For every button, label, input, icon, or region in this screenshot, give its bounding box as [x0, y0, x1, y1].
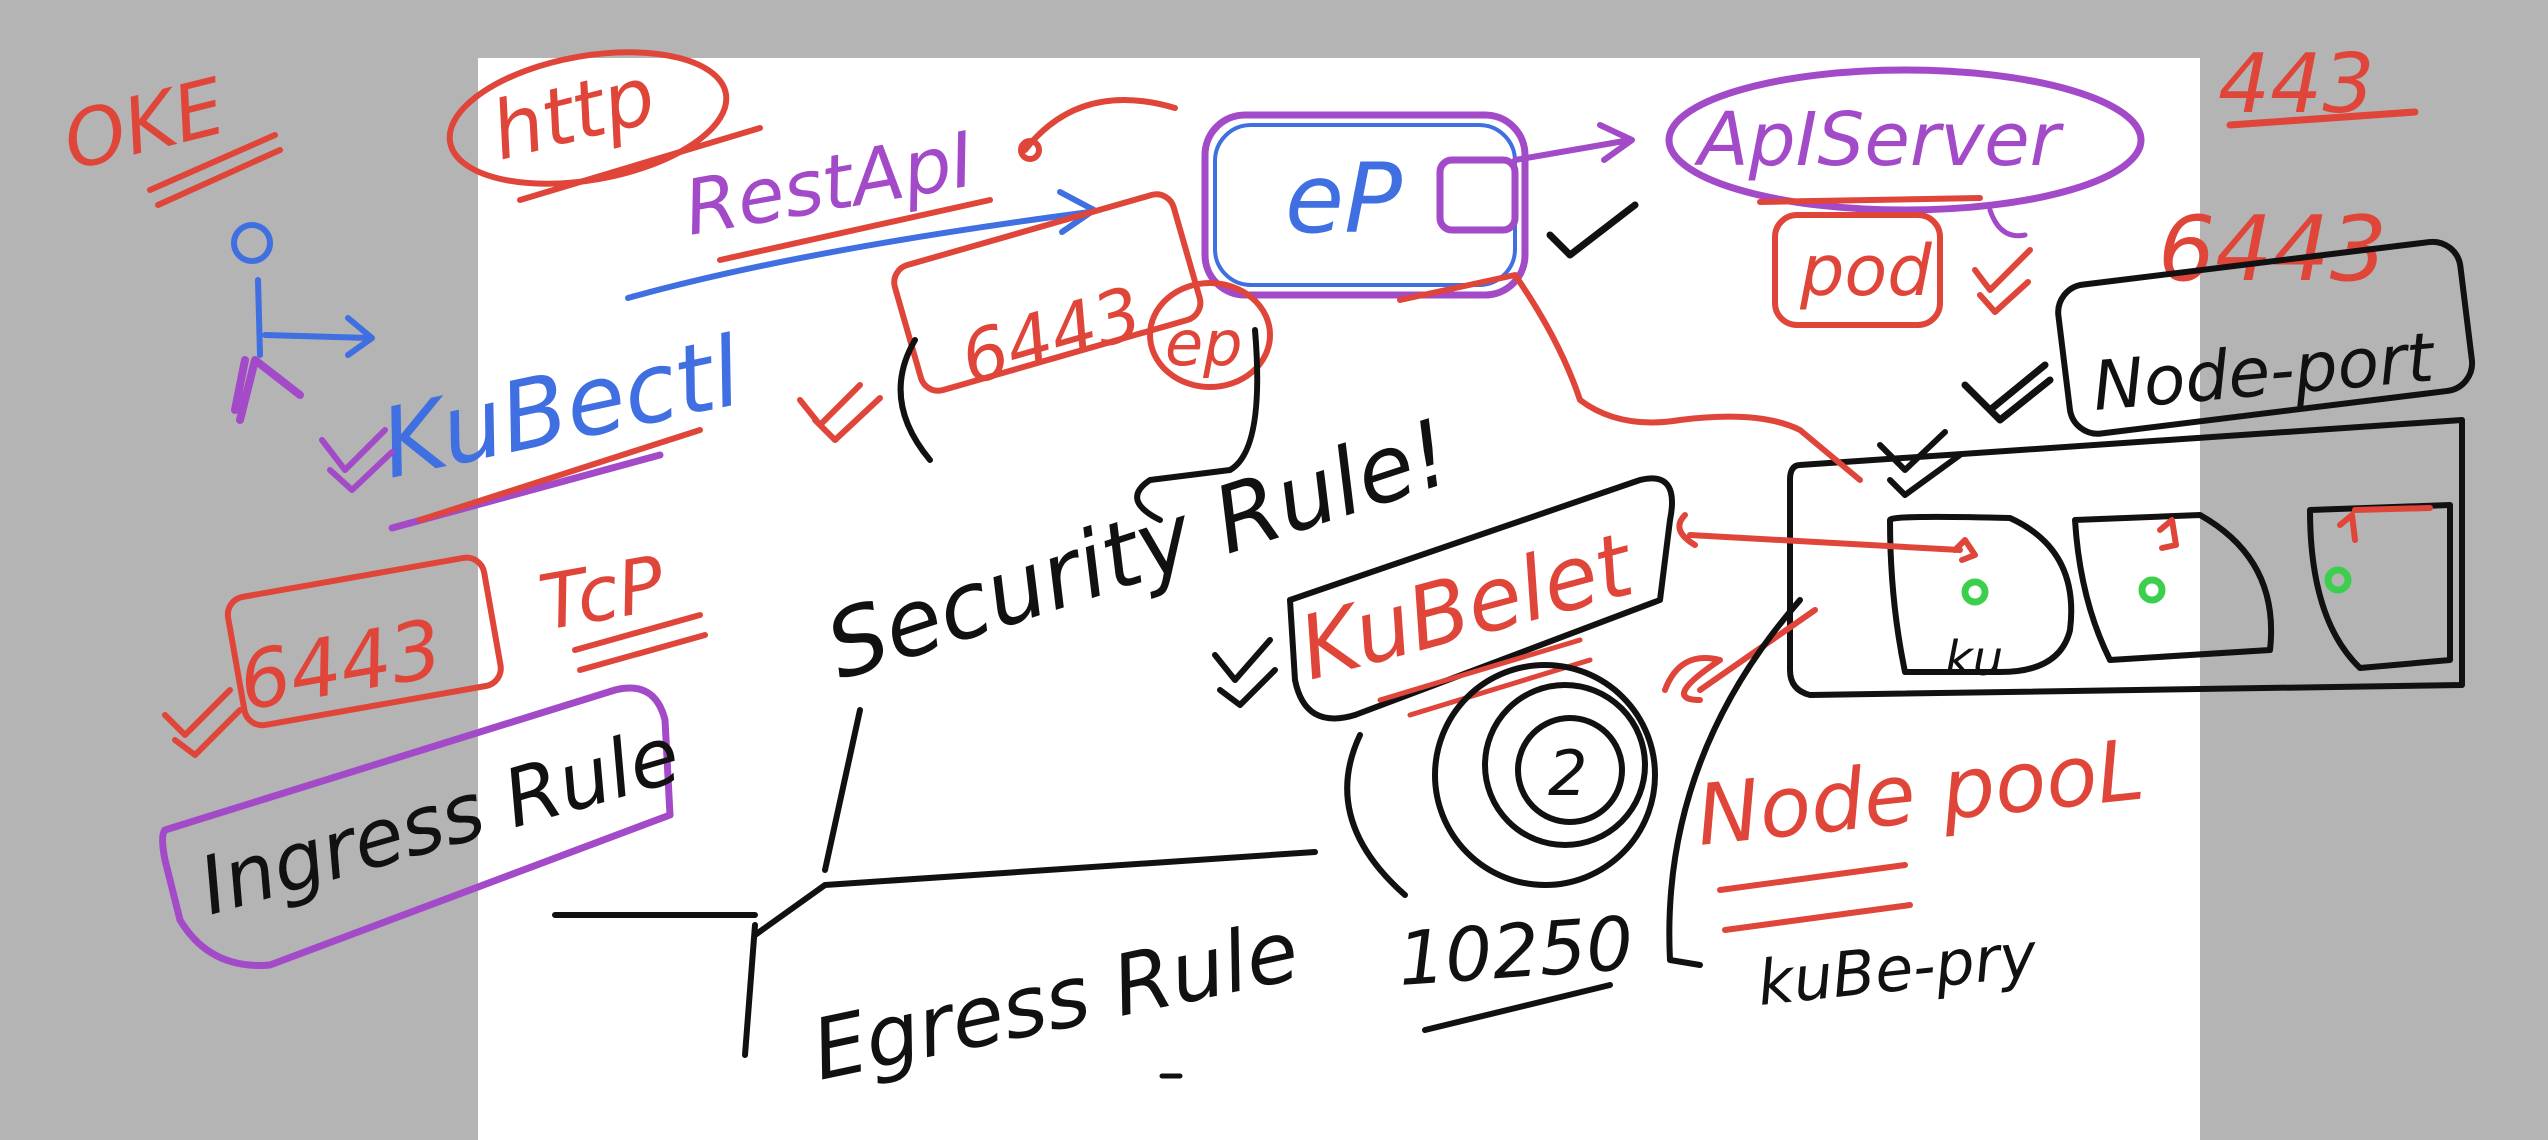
egress-rule-label: Egress Rule [804, 901, 1307, 1099]
kubelet-port-label: kuBe-pry [1754, 918, 2041, 1020]
port-6443-box-group: 6443 ep [797, 191, 1273, 523]
endpoint-port-square [1436, 156, 1519, 234]
restapi-to-ep-arrow [1022, 97, 1178, 153]
pod-label: pod [1799, 230, 1932, 312]
port-443-underline [2226, 108, 2419, 129]
circled-2-number: 2 [1548, 737, 1587, 810]
circled-2-inner [1515, 715, 1625, 825]
user-stick-figure [231, 222, 375, 424]
endpoint-check [1546, 201, 1639, 259]
node-2-status-dot [2138, 576, 2166, 604]
pod-group: pod [1772, 207, 2033, 328]
node-3-pin [2337, 505, 2433, 543]
kubelet-to-node-arrow [1676, 512, 1963, 553]
port-6443-box-label: 6443 [952, 270, 1151, 401]
tcp-group: TcP [533, 538, 708, 673]
ep-small-label: ep [1165, 307, 1243, 380]
kubelet-check [1212, 637, 1278, 708]
oke-label-group: OKE [55, 62, 283, 208]
circled-2-group: 2 [1344, 662, 1658, 898]
node-2-pin [2157, 517, 2179, 551]
kubectl-group: KuBectl [319, 315, 750, 532]
pod-check [1972, 247, 2033, 315]
restapi-dot [1018, 138, 1042, 162]
pod-squiggle [1987, 207, 2028, 239]
port-6443-left-box [224, 554, 504, 729]
oke-label: OKE [55, 62, 234, 189]
endpoint-box-group: eP [1201, 111, 1639, 299]
node-pool-label-group: Node pooL [1666, 597, 2149, 968]
tcp-underline-1 [572, 612, 703, 653]
node-pool-bracket [1666, 597, 1803, 968]
circled-2-outer [1432, 662, 1658, 888]
node-3 [2307, 502, 2453, 671]
port-10250-group: 10250 [1395, 901, 1636, 1033]
user-body [255, 277, 263, 358]
port-10250-underline [1422, 982, 1613, 1033]
http-underline [517, 125, 763, 203]
ep-to-rule-line [1134, 327, 1261, 523]
endpoint-label: eP [1285, 143, 1402, 255]
oke-underline-2 [155, 147, 283, 208]
kubelet-underline [1377, 637, 1593, 718]
port-6443-checks [797, 382, 883, 443]
node-port-box [2055, 238, 2476, 437]
port-6443-bracket [897, 337, 933, 463]
node-1-status-dot [1961, 578, 1989, 606]
user-head [231, 222, 273, 264]
node-port-check [1961, 361, 2054, 424]
node-port-label: Node-port [2090, 318, 2439, 427]
apiserver-group: ApIServer [1665, 66, 2145, 214]
user-arrow [262, 315, 375, 358]
node-pool-outline [1787, 417, 2465, 698]
apiserver-underline [1757, 195, 1983, 205]
kubectl-check [319, 427, 395, 493]
port-6443-box [891, 191, 1204, 394]
oke-underline-1 [147, 132, 278, 193]
node-pool-container: ku [1787, 417, 2465, 698]
ep-to-node-wire [1397, 272, 1863, 483]
node-2 [2072, 512, 2275, 663]
http-label: http [482, 48, 664, 178]
node-pool-underline-1 [1717, 862, 1908, 893]
port-6443-left-check [162, 687, 243, 758]
ingress-rule-group: Ingress Rule [159, 684, 690, 969]
port-6443-left-label: 6443 [232, 602, 449, 729]
security-rule-group: Security Rule! [552, 399, 1463, 1058]
node-1 [1887, 513, 2075, 675]
kubelet-box [1287, 475, 1675, 722]
node-3-status-dot [2324, 566, 2352, 594]
port-6443-left-group: 6443 [162, 554, 504, 758]
apiserver-label: ApIServer [1694, 97, 2065, 183]
node-pool-underline-2 [1722, 902, 1913, 933]
pod-box [1772, 212, 1943, 328]
ep-small-ellipse [1147, 280, 1273, 390]
user-legs [231, 356, 304, 424]
node-1-pin [1952, 537, 1978, 563]
circled-2-bracket [1344, 732, 1408, 898]
endpoint-box [1201, 111, 1529, 299]
port-443-group: 443 [2218, 37, 2419, 132]
tcp-underline-2 [577, 632, 708, 673]
security-rule-tree [552, 707, 1318, 1058]
endpoint-to-apiserver-arrow [1512, 122, 1635, 163]
ingress-rule-box [159, 684, 674, 969]
circled-2-mid [1482, 682, 1648, 848]
node-1-kubelet-label: ku [1945, 631, 2003, 687]
whiteboard-page[interactable] [478, 58, 2200, 1140]
node-pool-check [1877, 429, 1963, 498]
restapi-underline [717, 197, 993, 263]
node-port-group: Node-port [1961, 238, 2476, 437]
kubectl-underline-red [417, 427, 703, 523]
node-pool-label: Node pooL [1692, 721, 2149, 865]
apiserver-ellipse [1665, 66, 2145, 214]
